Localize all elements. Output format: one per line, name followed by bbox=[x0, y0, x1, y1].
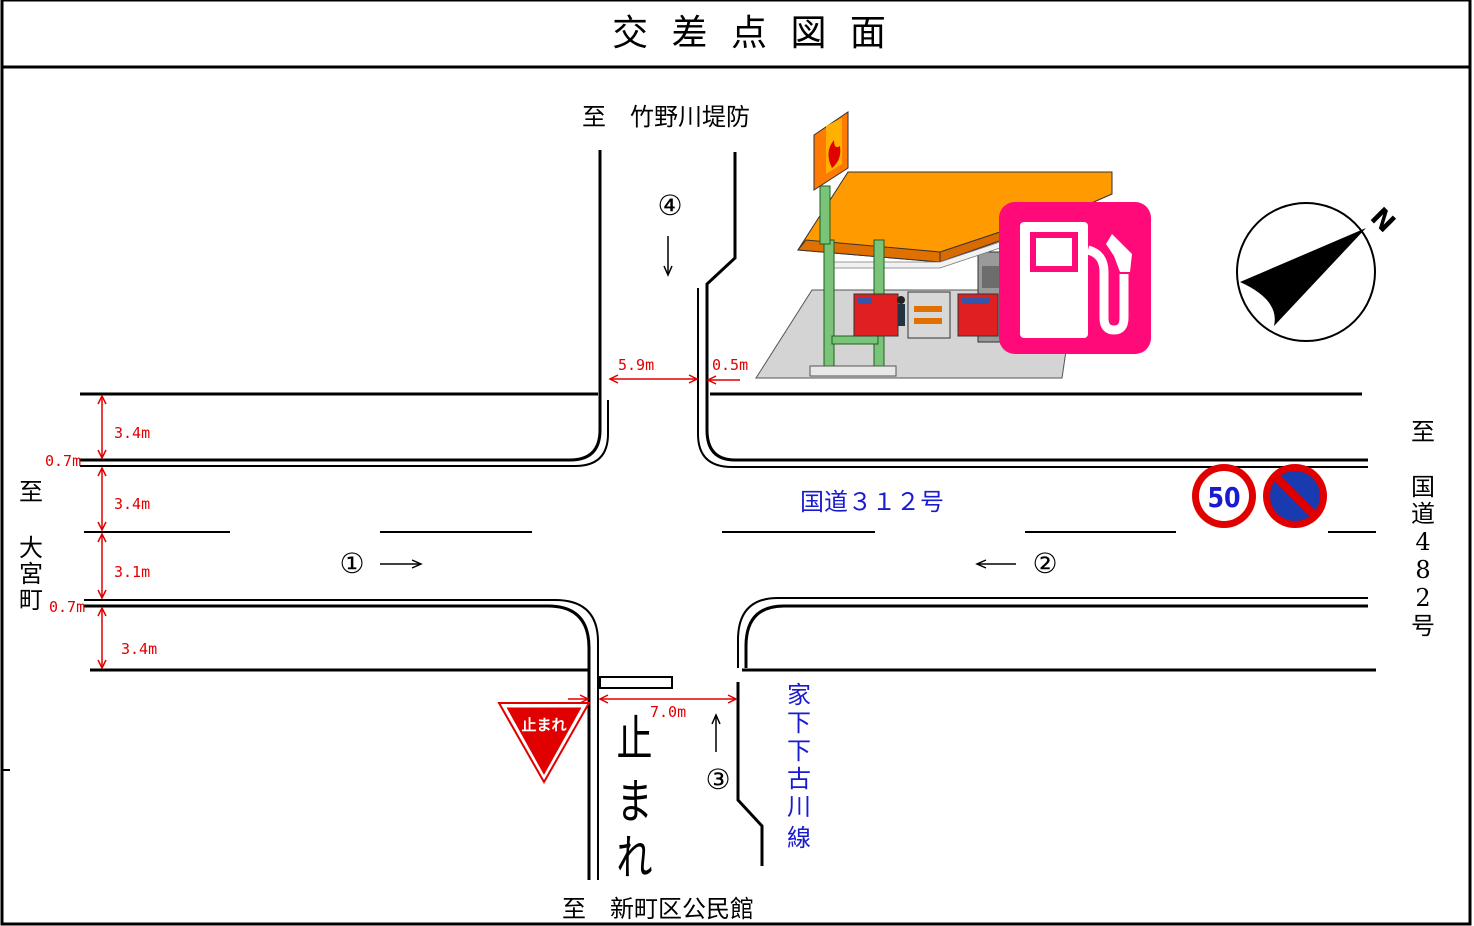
west-char-1: 宮 bbox=[19, 560, 43, 588]
stop-sign-text: 止まれ bbox=[521, 716, 566, 734]
approach-2-label: ② bbox=[1032, 547, 1057, 580]
destination-west-name: 大 宮 町 bbox=[19, 534, 43, 614]
speed-limit-sign: 50 bbox=[1192, 464, 1256, 528]
approach-1-arrow bbox=[380, 559, 423, 569]
east-char-5: 号 bbox=[1411, 612, 1435, 640]
approach-3-arrow bbox=[711, 713, 721, 752]
approach-4-label: ④ bbox=[657, 189, 682, 222]
page-title: 交 差 点 図 面 bbox=[612, 13, 892, 54]
stop-sign: 止まれ bbox=[497, 702, 591, 785]
dim-lane-bottom: 3.4m bbox=[121, 640, 157, 658]
dim-south-width: 7.0m bbox=[650, 703, 686, 721]
destination-east-name: 国 道 4 8 2 号 bbox=[1411, 473, 1435, 640]
east-char-3: 8 bbox=[1415, 556, 1430, 584]
speed-limit-value: 50 bbox=[1207, 482, 1240, 514]
east-char-2: 4 bbox=[1415, 528, 1430, 556]
side-char-5: 線 bbox=[787, 824, 811, 852]
side-road-name: 家 下 下 古 川 線 bbox=[787, 681, 811, 852]
west-char-0: 大 bbox=[19, 534, 43, 562]
main-road bbox=[80, 150, 1376, 880]
side-char-0: 家 bbox=[787, 681, 811, 709]
fuel-pump-icon bbox=[999, 202, 1151, 354]
dim-shoulder-bottom: 0.7m bbox=[49, 598, 85, 616]
approach-3-label: ③ bbox=[705, 763, 730, 796]
destination-west-to: 至 bbox=[19, 478, 43, 506]
main-road-name: 国道３１２号 bbox=[800, 488, 944, 516]
no-parking-sign bbox=[1263, 464, 1327, 528]
side-char-2: 下 bbox=[787, 737, 811, 765]
east-char-4: 2 bbox=[1415, 584, 1430, 612]
dim-north-width: 5.9m bbox=[618, 356, 654, 374]
side-char-3: 古 bbox=[787, 765, 811, 793]
side-char-1: 下 bbox=[787, 709, 811, 737]
approach-2-arrow bbox=[975, 559, 1016, 569]
dim-lane-top: 3.4m bbox=[114, 424, 150, 442]
stop-marking-char-1: ま bbox=[617, 775, 653, 830]
destination-east-to: 至 bbox=[1411, 418, 1435, 446]
east-char-1: 道 bbox=[1411, 500, 1435, 528]
approach-1-label: ① bbox=[339, 547, 364, 580]
east-char-0: 国 bbox=[1411, 473, 1435, 501]
dim-north-offset: 0.5m bbox=[712, 356, 748, 374]
dim-lane-2: 3.4m bbox=[114, 495, 150, 513]
stop-marking-char-0: 止 bbox=[617, 712, 653, 767]
destination-south: 至 新町区公民館 bbox=[562, 895, 754, 923]
dim-shoulder-top: 0.7m bbox=[45, 452, 81, 470]
dimension-lines bbox=[97, 374, 740, 704]
destination-north: 至 竹野川堤防 bbox=[582, 103, 750, 131]
dim-lane-3: 3.1m bbox=[114, 563, 150, 581]
side-char-4: 川 bbox=[787, 793, 811, 821]
stop-marking-char-2: れ bbox=[617, 831, 653, 886]
stop-road-marking: 止 ま れ bbox=[617, 712, 653, 886]
approach-4-arrow bbox=[663, 236, 673, 277]
west-char-2: 町 bbox=[19, 586, 43, 614]
